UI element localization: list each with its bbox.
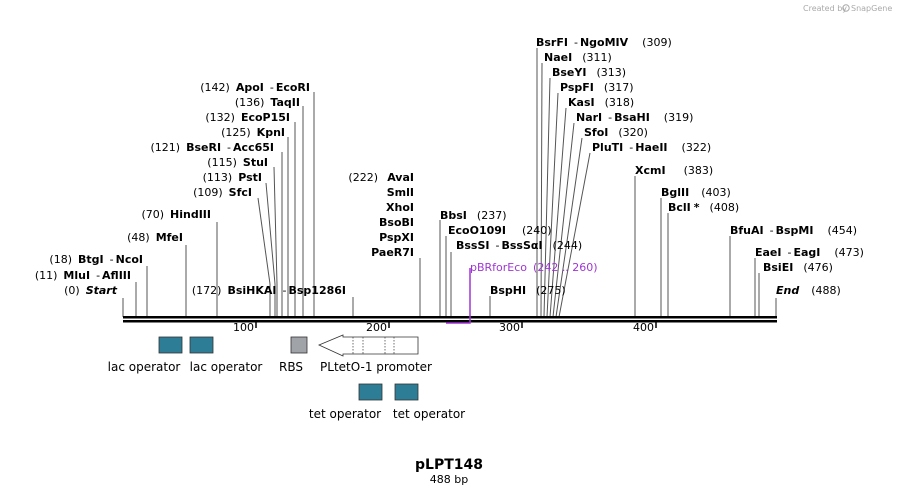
site-line-psti-a <box>265 182 276 285</box>
site-label-xcmi[interactable]: XcmI(383) <box>635 164 713 177</box>
site-line-stui-a <box>273 166 278 285</box>
lac-operator-2-box[interactable] <box>189 336 214 354</box>
site-label-bglii[interactable]: BglII(403) <box>661 186 731 199</box>
site-label-bsphi[interactable]: BspHI(275) <box>490 284 566 297</box>
plasmid-size: 488 bp <box>430 473 468 486</box>
site-label-apoi[interactable]: (142)ApoI-EcoRI <box>200 81 310 94</box>
tet-operator-2-box[interactable] <box>394 383 419 401</box>
ruler-label-200: 200 <box>366 321 387 334</box>
site-label-bbsi[interactable]: BbsI(237) <box>440 209 507 222</box>
rbs-box[interactable] <box>290 336 308 354</box>
lac-operator-1-box[interactable] <box>158 336 183 354</box>
lac-operator-1-label: lac operator <box>108 360 181 374</box>
site-label-start[interactable]: (0)Start <box>64 284 118 297</box>
site-label-bsihkai[interactable]: (172)BsiHKAI-Bsp1286I <box>192 284 346 297</box>
site-label-pspfi[interactable]: PspFI(317) <box>560 81 634 94</box>
site-label-nari[interactable]: NarI-BsaHI(319) <box>576 111 693 124</box>
tet-operator-1-label: tet operator <box>309 407 381 421</box>
site-line-kasi <box>549 107 567 318</box>
site-label-bsssi[interactable]: BssSI-BssSαI(244) <box>456 239 582 252</box>
site-label-sfoi[interactable]: SfoI(320) <box>584 126 648 139</box>
site-label-kpni[interactable]: (125)KpnI <box>221 126 285 139</box>
site-line-naei <box>540 62 543 318</box>
site-line-pluti <box>558 152 591 318</box>
site-label-eco0109i[interactable]: EcoO109I(240) <box>448 224 552 237</box>
site-line-sfoi <box>555 137 583 318</box>
site-label-bcli[interactable]: BclI*(408) <box>668 201 739 214</box>
site-label-mfei[interactable]: (48)MfeI <box>127 231 183 244</box>
site-label-bsiei[interactable]: BsiEI(476) <box>763 261 833 274</box>
site-line-pspfi <box>546 92 559 318</box>
site-lines <box>122 48 777 318</box>
site-label-smli[interactable]: SmlI <box>387 186 414 199</box>
site-label-bsrfi[interactable]: BsrFI-NgoMIV(309) <box>536 36 672 49</box>
site-label-psti[interactable]: (113)PstI <box>203 171 262 184</box>
site-label-eaei[interactable]: EaeI-EagI(473) <box>755 246 864 259</box>
site-label-pluti[interactable]: PluTI-HaeII(322) <box>592 141 711 154</box>
pltet-promoter-label: PLtetO-1 promoter <box>320 360 432 374</box>
site-label-bseyi[interactable]: BseYI(313) <box>552 66 626 79</box>
site-label-bsobi[interactable]: BsoBI <box>379 216 414 229</box>
site-label-kasi[interactable]: KasI(318) <box>568 96 634 109</box>
site-line-bseyi <box>543 77 551 318</box>
brand-label: SnapGene <box>851 4 892 13</box>
lac-operator-2-label: lac operator <box>190 360 263 374</box>
site-label-btgi[interactable]: (18)BtgI-NcoI <box>49 253 143 266</box>
site-label-hindiii[interactable]: (70)HindIII <box>141 208 211 221</box>
site-label-mlui[interactable]: (11)MluI-AflIII <box>35 269 131 282</box>
pltet-promoter-arrow[interactable] <box>318 334 419 357</box>
site-label-naei[interactable]: NaeI(311) <box>544 51 612 64</box>
site-label-pspxi[interactable]: PspXI <box>379 231 414 244</box>
ruler-ticks <box>255 321 657 328</box>
rbs-label: RBS <box>279 360 303 374</box>
site-line-nari <box>552 122 575 318</box>
ruler-label-300: 300 <box>499 321 520 334</box>
site-label-paer7i[interactable]: PaeR7I <box>371 246 414 259</box>
backbone-bottom-strand <box>123 320 777 323</box>
tet-operator-1-box[interactable] <box>358 383 383 401</box>
site-label-ava-pos: (222) <box>348 171 378 184</box>
primer-arrow[interactable] <box>446 268 471 324</box>
credit-label: Created by <box>803 4 847 13</box>
site-label-stui[interactable]: (115)StuI <box>207 156 268 169</box>
site-label-bfuai[interactable]: BfuAI-BspMI(454) <box>730 224 857 237</box>
ruler-label-100: 100 <box>233 321 254 334</box>
site-line-sfci-a <box>257 197 271 285</box>
backbone-top-strand <box>123 316 777 319</box>
site-label-taqii[interactable]: (136)TaqII <box>235 96 300 109</box>
site-label-ecop15i[interactable]: (132)EcoP15I <box>205 111 290 124</box>
plasmid-name: pLPT148 <box>415 457 483 473</box>
snapgene-logo-icon <box>842 4 850 12</box>
tet-operator-2-label: tet operator <box>393 407 465 421</box>
ruler-label-400: 400 <box>633 321 654 334</box>
site-label-bseri[interactable]: (121)BseRI-Acc65I <box>150 141 274 154</box>
site-label-avai[interactable]: AvaI <box>387 171 414 184</box>
site-label-sfci[interactable]: (109)SfcI <box>193 186 252 199</box>
site-label-xhoi[interactable]: XhoI <box>386 201 414 214</box>
primer-label[interactable]: pBRforEco(242 .. 260) <box>470 261 598 274</box>
site-label-end[interactable]: End(488) <box>776 284 841 297</box>
